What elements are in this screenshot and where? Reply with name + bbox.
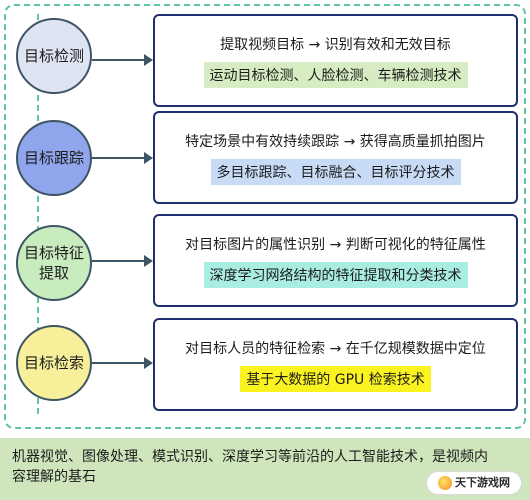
stage-label: 目标特征提取 bbox=[23, 243, 84, 282]
arrow-head bbox=[144, 255, 153, 267]
connector-line bbox=[92, 362, 144, 364]
stage-technology: 多目标跟踪、目标融合、目标评分技术 bbox=[210, 158, 461, 185]
stage-circle-detection: 目标检测 bbox=[16, 18, 92, 94]
stage-circle-feature-extraction: 目标特征提取 bbox=[16, 225, 92, 301]
connector-line bbox=[92, 59, 144, 61]
site-logo: 天下游戏网 bbox=[426, 471, 522, 495]
footer-banner: 机器视觉、图像处理、模式识别、深度学习等前沿的人工智能技术，是视频内容理解的基石… bbox=[0, 438, 530, 500]
footer-text: 机器视觉、图像处理、模式识别、深度学习等前沿的人工智能技术，是视频内容理解的基石 bbox=[12, 449, 488, 486]
stage-detail-box: 特定场景中有效持续跟踪 → 获得高质量抓拍图片 多目标跟踪、目标融合、目标评分技… bbox=[153, 111, 518, 204]
stage-detail-box: 对目标图片的属性识别 → 判断可视化的特征属性 深度学习网络结构的特征提取和分类… bbox=[153, 214, 518, 307]
connector-line bbox=[92, 260, 144, 262]
stage-detail-box: 提取视频目标 → 识别有效和无效目标 运动目标检测、人脸检测、车辆检测技术 bbox=[153, 14, 518, 107]
arrow-head bbox=[144, 357, 153, 369]
logo-icon bbox=[438, 476, 452, 490]
stage-detail-box: 对目标人员的特征检索 → 在千亿规模数据中定位 基于大数据的 GPU 检索技术 bbox=[153, 318, 518, 411]
connector-line bbox=[92, 157, 144, 159]
stage-technology: 运动目标检测、人脸检测、车辆检测技术 bbox=[203, 61, 468, 88]
arrow-head bbox=[144, 54, 153, 66]
stage-description: 提取视频目标 → 识别有效和无效目标 bbox=[220, 36, 451, 53]
stage-description: 对目标图片的属性识别 → 判断可视化的特征属性 bbox=[185, 236, 486, 253]
stage-circle-tracking: 目标跟踪 bbox=[16, 120, 92, 196]
timeline-spine bbox=[37, 14, 39, 414]
stage-circle-retrieval: 目标检索 bbox=[16, 325, 92, 401]
logo-text: 天下游戏网 bbox=[455, 476, 510, 490]
stage-label: 目标跟踪 bbox=[23, 148, 84, 167]
stage-label: 目标检索 bbox=[23, 353, 84, 372]
stage-description: 对目标人员的特征检索 → 在千亿规模数据中定位 bbox=[185, 340, 486, 357]
stage-description: 特定场景中有效持续跟踪 → 获得高质量抓拍图片 bbox=[185, 133, 486, 150]
stage-technology: 基于大数据的 GPU 检索技术 bbox=[240, 365, 431, 392]
stage-technology: 深度学习网络结构的特征提取和分类技术 bbox=[203, 261, 468, 288]
arrow-head bbox=[144, 152, 153, 164]
stage-label: 目标检测 bbox=[23, 46, 84, 65]
